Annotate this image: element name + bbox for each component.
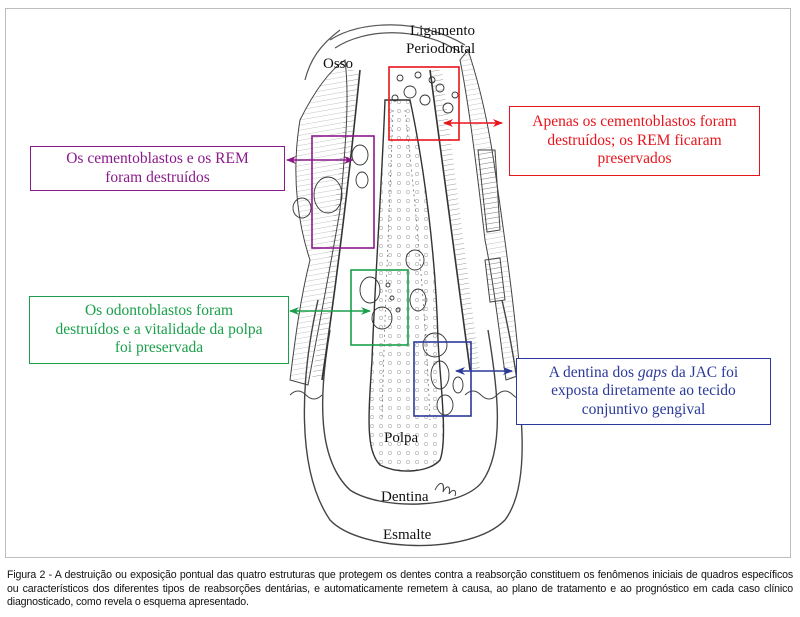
callout-line: exposta diretamente ao tecido (551, 382, 736, 400)
callout-line: destruídos e a vitalidade da polpa (55, 320, 263, 338)
highlight-box-red (388, 66, 460, 141)
label-enamel: Esmalte (383, 527, 432, 543)
callout-line: destruídos; os REM ficaram (547, 131, 722, 149)
label-pulp: Polpa (384, 430, 419, 446)
callout-line: foi preservada (114, 339, 204, 357)
label-dentin: Dentina (381, 489, 429, 505)
highlight-box-purple (311, 135, 375, 249)
label-bone: Osso (323, 56, 354, 72)
bone-left (289, 59, 348, 386)
pulp-canal (368, 99, 445, 472)
figure-caption: Figura 2 - A destruição ou exposição pon… (7, 569, 793, 609)
callout-line: A dentina dos gaps da JAC foi (549, 364, 738, 383)
label-ligament-line2: Periodontal (406, 41, 476, 57)
resorption-cluster-cervical (422, 332, 464, 416)
resorption-cluster-top (391, 71, 459, 114)
dentin-outline (321, 329, 499, 505)
tooth-diagram (286, 24, 530, 547)
callout-line: Os cementoblastos e os REM (66, 150, 249, 167)
callout-line: preservados (597, 150, 672, 168)
callout-odontoblasts: Os odontoblastos foram destruídos e a vi… (29, 296, 289, 364)
callout-line: conjuntivo gengival (581, 400, 706, 418)
text-run-italic: gaps (637, 363, 668, 381)
text-run: A dentina dos (548, 363, 638, 381)
callout-cementoblasts-and-rem: Os cementoblastos e os REM foram destruí… (30, 146, 285, 191)
callout-line: Os odontoblastos foram (84, 302, 234, 320)
resorption-cluster-left (292, 144, 369, 219)
text-run: da JAC foi (667, 363, 739, 381)
callout-line: Apenas os cementoblastos foram (532, 113, 737, 131)
periodontal-ligament-right (430, 70, 480, 370)
callout-line: foram destruídos (105, 168, 210, 186)
callout-dentin-gaps: A dentina dos gaps da JAC foi exposta di… (516, 358, 771, 425)
callout-cementoblasts-only: Apenas os cementoblastos foram destruído… (509, 106, 760, 176)
label-ligament-line1: Ligamento (410, 23, 475, 39)
resorption-cluster-pulp (359, 249, 427, 330)
highlight-box-blue (413, 341, 472, 417)
